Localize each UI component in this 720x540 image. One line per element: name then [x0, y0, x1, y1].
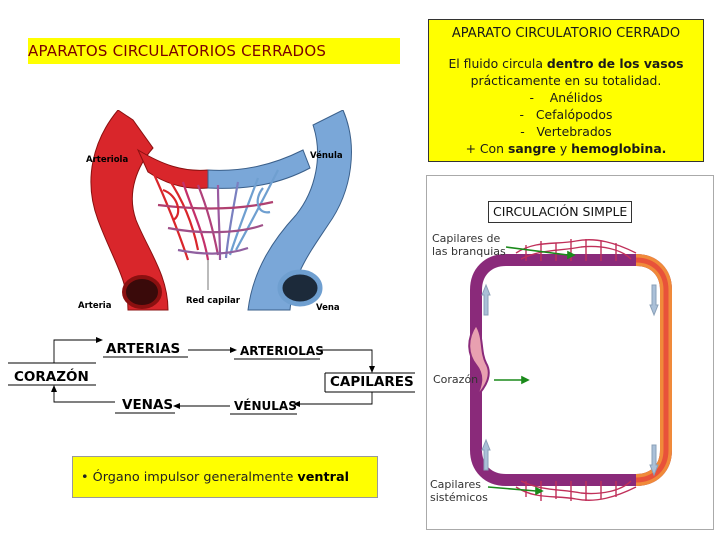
left-title: APARATOS CIRCULATORIOS CERRADOS	[28, 38, 400, 64]
flow-corazon: CORAZÓN	[14, 367, 89, 385]
description-box: APARATO CIRCULATORIO CERRADO El fluido c…	[428, 19, 704, 162]
flow-arteriolas: ARTERIOLAS	[240, 344, 324, 358]
line1-bold: dentro de los vasos	[546, 56, 684, 71]
label-pointers	[487, 246, 576, 496]
artery-shape	[90, 110, 169, 311]
flow-capilares: CAPILARES	[330, 374, 414, 390]
artery-cross-section	[122, 275, 162, 309]
vein-shape	[247, 110, 352, 311]
label-arteria: Arteria	[78, 301, 112, 311]
list-item: - Cefalópodos	[519, 107, 613, 122]
vessel-illustration: Arteriola Vénula Arteria Red capilar Ven…	[58, 110, 358, 320]
note-bold: ventral	[297, 470, 349, 485]
flow-arterias: ARTERIAS	[106, 341, 180, 357]
last-mid: y	[555, 141, 572, 156]
label-arteriola: Arteriola	[86, 155, 128, 165]
description-body: El fluido circula dentro de los vasos pr…	[429, 55, 703, 157]
last-bold-2: hemoglobina.	[571, 141, 667, 156]
circulation-flow-diagram: CORAZÓN ARTERIAS ARTERIOLAS CAPILARES VÉ…	[8, 337, 415, 415]
label-gill-capillaries: Capilares de las branquias	[432, 232, 506, 258]
oxygenated-segment	[635, 254, 672, 486]
label-vena: Vena	[316, 303, 340, 313]
last-bold-1: sangre	[507, 141, 556, 156]
vein-cross-section	[277, 269, 323, 307]
list-item: - Vertebrados	[520, 124, 612, 139]
note-bullet: •	[81, 470, 89, 485]
note-box: • Órgano impulsor generalmente ventral	[72, 456, 378, 498]
label-systemic-capillaries: Capilares sistémicos	[430, 478, 488, 504]
last-text: + Con	[465, 141, 508, 156]
description-line-2: prácticamente en su totalidad.	[470, 73, 662, 88]
description-line-1: El fluido circula dentro de los vasos	[429, 55, 703, 72]
description-title: APARATO CIRCULATORIO CERRADO	[451, 26, 681, 41]
venule-shape	[207, 149, 311, 189]
flow-arrows	[481, 283, 659, 477]
label-venula: Vénula	[310, 150, 343, 161]
simple-circulation-tag: CIRCULACIÓN SIMPLE	[488, 201, 633, 223]
capillary-network	[151, 169, 279, 261]
left-title-text: APARATOS CIRCULATORIOS CERRADOS	[28, 42, 327, 60]
circulation-loop	[470, 254, 672, 486]
label-red-capilar: Red capilar	[186, 296, 241, 306]
simple-circulation-diagram	[468, 239, 672, 501]
heart-shape	[468, 323, 490, 398]
line1-text: El fluido circula	[448, 56, 547, 71]
label-heart: Corazón	[433, 373, 479, 386]
flow-venas: VENAS	[122, 397, 173, 413]
flow-venulas: VÉNULAS	[234, 398, 297, 413]
description-line-last: + Con sangre y hemoglobina.	[429, 140, 703, 157]
note-text: Órgano impulsor generalmente	[88, 470, 298, 485]
list-item: - Anélidos	[529, 90, 603, 105]
